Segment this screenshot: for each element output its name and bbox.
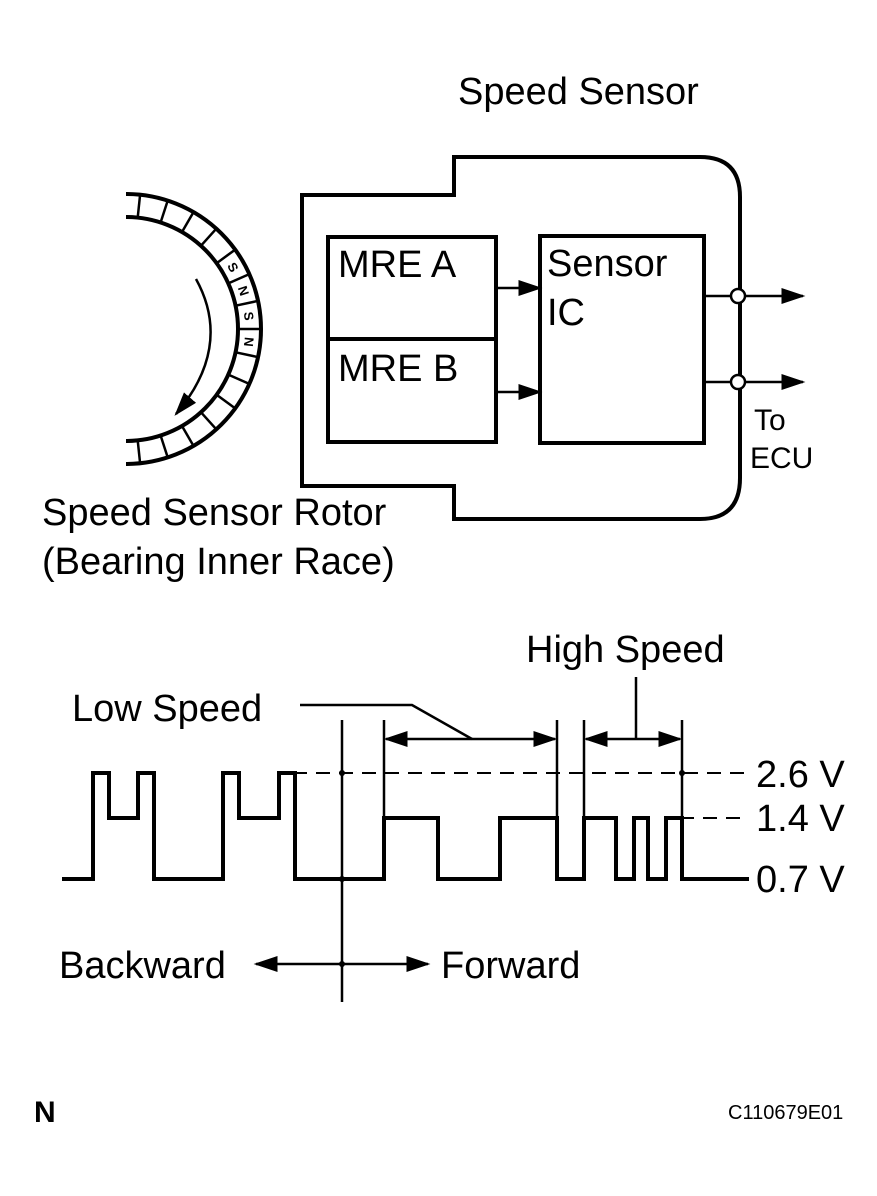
divider-dot [339,876,345,882]
divider-dot [679,770,685,776]
rotation-direction-arrow [174,278,212,416]
rotor-segment-divider [227,373,250,386]
magnet-label: S [241,311,257,322]
magnet-label: S [224,260,241,275]
figure-code: C110679E01 [728,1102,843,1124]
rotor-segment-divider [180,425,195,447]
signal-waveform [62,771,749,881]
magnet-label: N [241,336,257,347]
rotor-segment-divider [215,248,236,265]
sensor-ic-label-line2: IC [547,292,585,334]
rotor-segment-divider [136,440,142,464]
rotor-label-line2: (Bearing Inner Race) [42,541,395,583]
divider-dot [339,961,345,967]
forward-label: Forward [441,945,580,987]
rotor-segment-divider [235,351,259,359]
rotor-segment-divider [227,272,250,285]
to-ecu-label-line1: To [754,404,786,437]
rotor-segment-divider [159,435,169,458]
output-terminal-bottom [729,373,747,391]
level-label-low: 0.7 V [756,859,845,901]
level-label-mid: 1.4 V [756,798,845,840]
rotor-segment-dividers [136,194,261,464]
rotor-segment-divider [159,200,169,223]
divider-dot [339,770,345,776]
low-speed-leader [300,703,473,741]
speed-sensor-title: Speed Sensor [458,71,699,113]
sensor-ic-label-line1: Sensor [547,243,668,285]
low-speed-label: Low Speed [72,688,262,730]
mre-b-label: MRE B [338,348,458,390]
output-terminal-top [729,287,747,305]
sensor-housing [300,155,742,521]
to-ecu-label-line2: ECU [750,442,813,475]
north-indicator: N [34,1096,56,1129]
rotor-segment-divider [215,393,236,410]
rotor-segment-divider [136,194,142,218]
rotor-label-line1: Speed Sensor Rotor [42,492,387,534]
sensor-ic-block [538,234,706,445]
high-speed-label: High Speed [526,629,725,671]
backward-label: Backward [59,945,226,987]
mre-a-label: MRE A [338,244,457,286]
rotor-segment-divider [199,411,218,431]
level-label-high: 2.6 V [756,754,845,796]
rotor-segment-divider [199,227,218,247]
magnet-label: N [235,284,252,298]
rotor-segment-divider [180,211,195,233]
rotor-segment-divider [235,299,259,307]
